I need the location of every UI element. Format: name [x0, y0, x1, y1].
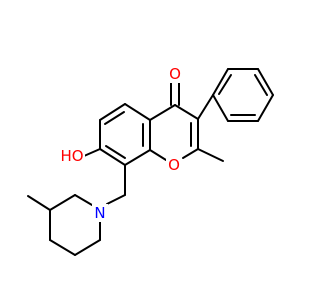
bond-c2-o1 — [182, 148, 199, 159]
molecule-structure: O O HO N — [27, 65, 274, 256]
nitrogen-label: N — [94, 204, 105, 222]
bond-n-c2p — [74, 194, 93, 206]
ring-oxygen-atom: O — [166, 156, 182, 174]
bond-o1-c8a — [149, 149, 167, 161]
bond-c5-c6-inner — [104, 111, 125, 125]
bond-ph-1-inner — [218, 74, 232, 95]
bond-c8-c8a — [124, 149, 151, 166]
bond-c4p-c5p — [49, 239, 76, 256]
bond-c2p-c3p — [49, 194, 76, 211]
bond-ph-1 — [212, 68, 229, 96]
bond-c5-c6 — [99, 103, 126, 121]
carbonyl-oxygen-label: O — [169, 65, 181, 83]
bond-c4a-c5 — [124, 103, 151, 121]
bond-c2-methyl — [197, 148, 224, 162]
hydroxyl-label: HO — [60, 147, 83, 165]
bond-c7-c8 — [99, 148, 126, 166]
bond-c4-c4a — [149, 104, 176, 121]
bond-c5p-c6p — [74, 239, 101, 256]
bond-layer — [27, 68, 274, 256]
bond-c7-c8-inner — [105, 145, 126, 159]
structure-canvas: O O HO N — [27, 65, 274, 256]
carbonyl-oxygen-atom: O — [167, 65, 183, 83]
bond-c3-phenyl — [197, 94, 214, 120]
bond-ch2-n — [106, 194, 126, 205]
bond-c4-c3 — [174, 104, 199, 120]
atom-label-layer: O O HO N — [59, 65, 183, 222]
ring-oxygen-label: O — [168, 156, 180, 174]
bond-ph-4 — [257, 94, 274, 122]
piperidine-nitrogen-atom: N — [92, 204, 108, 222]
hydroxyl-group: HO — [59, 147, 85, 165]
bond-ph-3-inner — [254, 74, 268, 96]
bond-ph-6 — [212, 94, 229, 122]
bond-c3p-methyl — [27, 195, 51, 211]
bond-ph-3 — [257, 68, 274, 96]
bond-c7-hydroxyl — [83, 148, 101, 157]
